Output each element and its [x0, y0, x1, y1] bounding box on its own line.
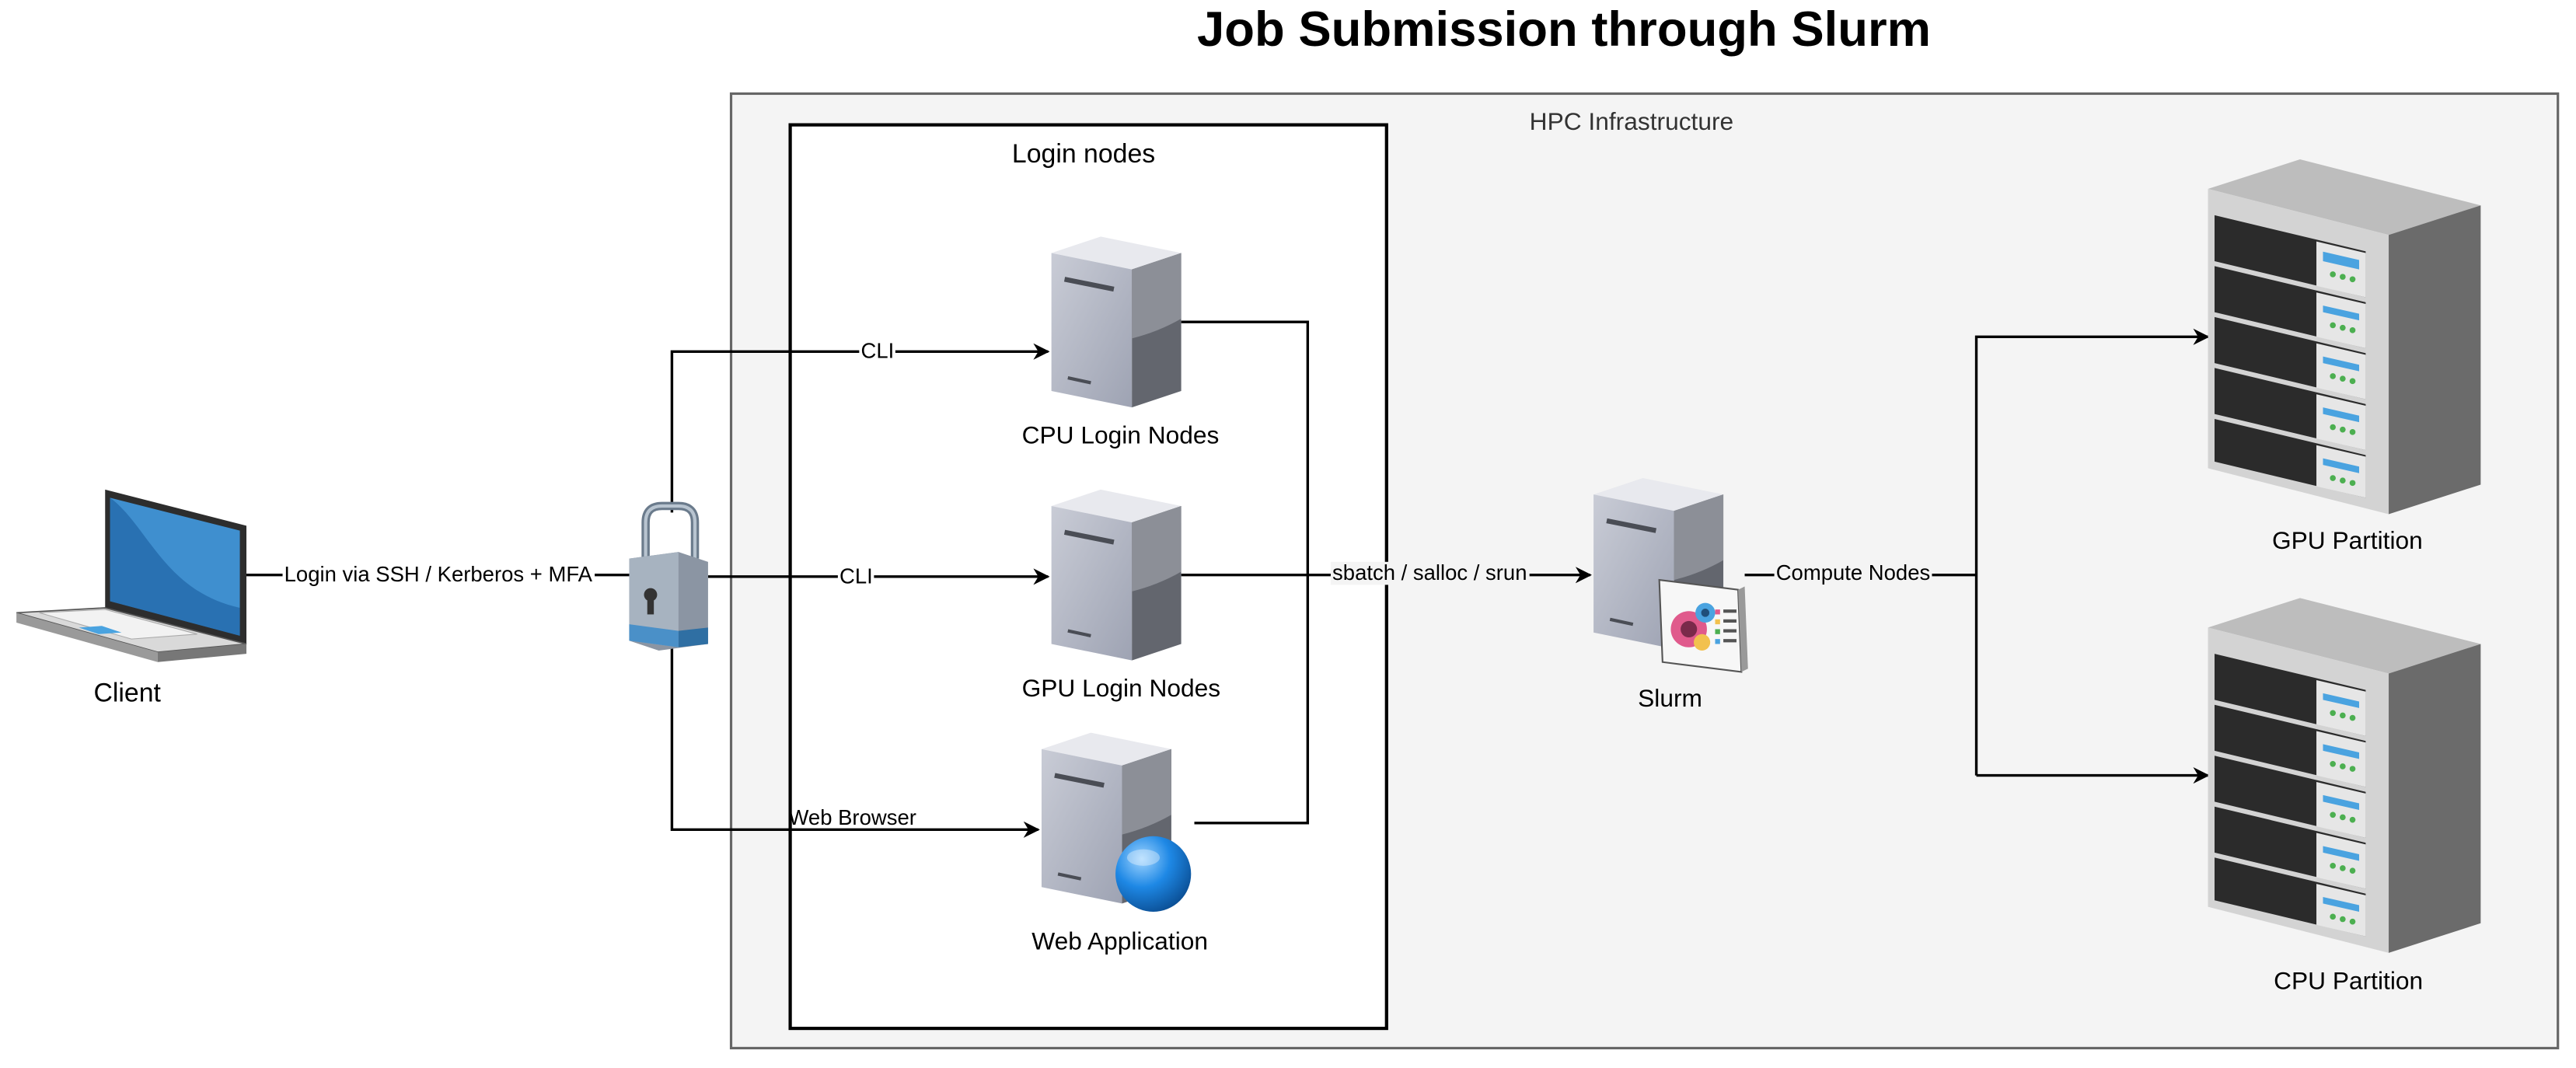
- edge-label-cli-top: CLI: [859, 339, 896, 364]
- login-nodes-label: Login nodes: [1011, 141, 1156, 169]
- edge-label-web-browser: Web Browser: [788, 804, 916, 830]
- padlock-icon: [629, 501, 708, 651]
- globe-icon: [1115, 836, 1192, 912]
- rack-server-icon-gpu: [2208, 159, 2481, 515]
- rack-server-icon-cpu: [2208, 598, 2481, 953]
- gpu-partition-label: GPU Partition: [2271, 527, 2423, 556]
- cpu-partition-label: CPU Partition: [2274, 967, 2424, 996]
- laptop-icon: [16, 489, 247, 662]
- web-server-icon: [1041, 732, 1192, 912]
- edge-label-login: Login via SSH / Kerberos + MFA: [282, 563, 595, 587]
- hpc-infrastructure-label: HPC Infrastructure: [1529, 108, 1734, 137]
- web-application-label: Web Application: [1031, 928, 1209, 957]
- slurm-label: Slurm: [1638, 685, 1702, 714]
- edge-label-submit: sbatch / salloc / srun: [1330, 561, 1529, 585]
- scheduler-server-icon: [1593, 478, 1748, 673]
- cpu-login-nodes-label: CPU Login Nodes: [1021, 422, 1220, 451]
- server-icon-cpu-login: [1051, 236, 1182, 408]
- edge-cli-top: [670, 343, 1050, 513]
- edge-label-compute-nodes: Compute Nodes: [1774, 561, 1932, 585]
- gpu-login-nodes-label: GPU Login Nodes: [1021, 675, 1221, 703]
- edge-label-cli-mid: CLI: [837, 564, 874, 588]
- edge-web-browser: [670, 644, 1040, 838]
- page-title: Job Submission through Slurm: [1197, 3, 1932, 58]
- edge-login-to-bus: [1181, 320, 1310, 825]
- server-icon-gpu-login: [1051, 489, 1182, 661]
- client-label: Client: [93, 679, 161, 708]
